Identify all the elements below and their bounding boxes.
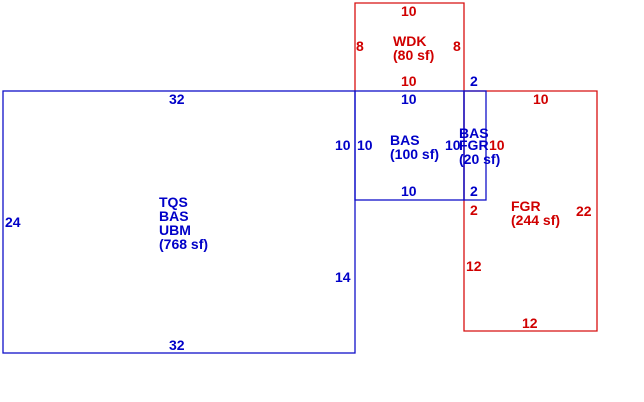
dim-bas-top: 10 bbox=[401, 91, 417, 107]
dim-wdk-top: 10 bbox=[401, 3, 417, 19]
dim-wdk-left: 8 bbox=[356, 38, 364, 54]
main-area-outline bbox=[2, 90, 356, 354]
dim-bas-right: 10 bbox=[445, 137, 461, 153]
dim-bas-left-inner: 10 bbox=[357, 137, 373, 153]
dim-strip-top: 2 bbox=[470, 73, 478, 89]
building-outlines bbox=[2, 90, 487, 354]
area-labels: TQS BAS UBM (768 sf) BAS (100 sf) BAS FG… bbox=[159, 33, 560, 252]
bas-20-label: BAS FGR (20 sf) bbox=[459, 125, 500, 167]
dimension-labels: 32 32 24 14 10 10 10 10 10 2 2 10 8 8 10… bbox=[5, 3, 592, 353]
addition-outlines bbox=[354, 2, 598, 332]
main-area-label: TQS BAS UBM (768 sf) bbox=[159, 194, 208, 252]
dim-fgr-left: 12 bbox=[466, 258, 482, 274]
dim-bas-bottom: 10 bbox=[401, 183, 417, 199]
dim-main-bottom: 32 bbox=[169, 337, 185, 353]
dim-main-left: 24 bbox=[5, 214, 21, 230]
bas-100-label: BAS (100 sf) bbox=[390, 132, 439, 162]
fgr-label: FGR (244 sf) bbox=[511, 198, 560, 228]
dim-fgr-left-top: 2 bbox=[470, 202, 478, 218]
dim-bas-left-outer: 10 bbox=[335, 137, 351, 153]
dim-fgr-right: 22 bbox=[576, 203, 592, 219]
dim-fgr-right-top: 10 bbox=[489, 137, 505, 153]
wdk-label: WDK (80 sf) bbox=[393, 33, 434, 63]
dim-main-right: 14 bbox=[335, 269, 351, 285]
dim-strip-bottom: 2 bbox=[470, 183, 478, 199]
dim-main-top: 32 bbox=[169, 91, 185, 107]
fgr-outline bbox=[463, 90, 598, 332]
dim-fgr-top: 10 bbox=[533, 91, 549, 107]
bas-20-outline bbox=[463, 90, 487, 201]
dim-wdk-bottom: 10 bbox=[401, 73, 417, 89]
dim-wdk-right: 8 bbox=[453, 38, 461, 54]
dim-fgr-bottom: 12 bbox=[522, 315, 538, 331]
wdk-outline bbox=[354, 2, 465, 91]
